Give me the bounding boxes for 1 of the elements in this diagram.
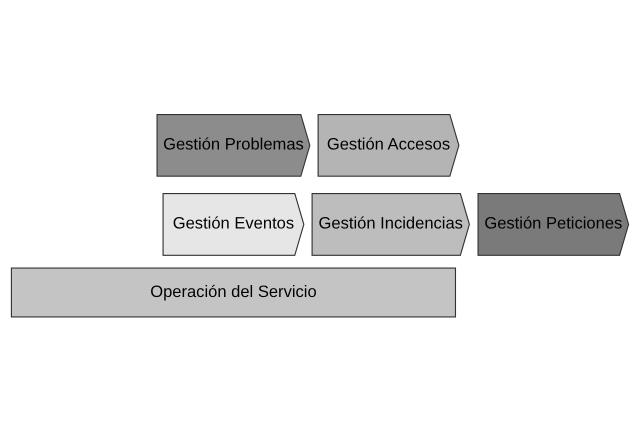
node-box: Operación del Servicio [10,267,456,318]
